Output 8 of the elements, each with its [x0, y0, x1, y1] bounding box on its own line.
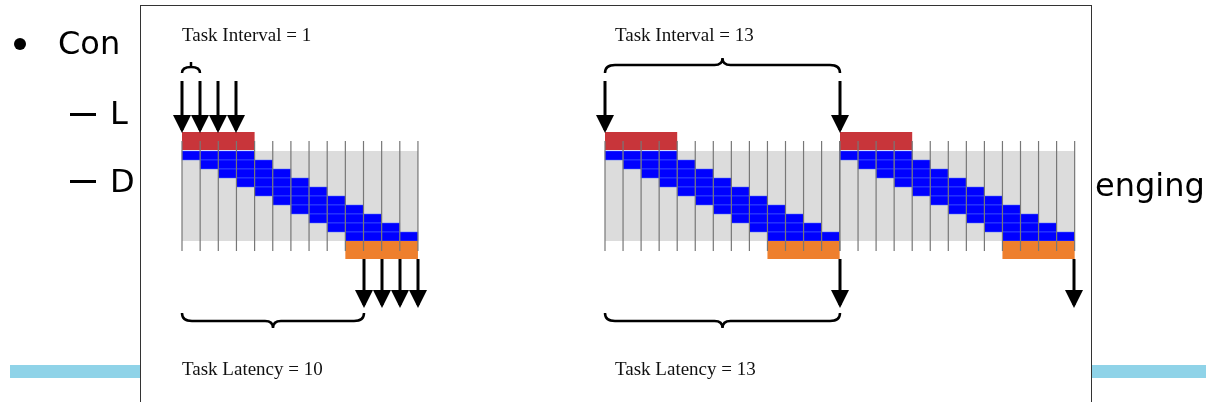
interval-label: Task Interval = 13: [615, 24, 754, 46]
interval-label: Task Interval = 1: [182, 24, 312, 46]
bullet-text: D: [110, 162, 135, 200]
latency-label: Task Latency = 13: [615, 358, 756, 380]
bullet-text: L: [110, 94, 128, 132]
bullet-text: enging: [1095, 166, 1205, 204]
latency-label: Task Latency = 10: [182, 358, 323, 380]
bullet-text: Con: [58, 24, 121, 62]
